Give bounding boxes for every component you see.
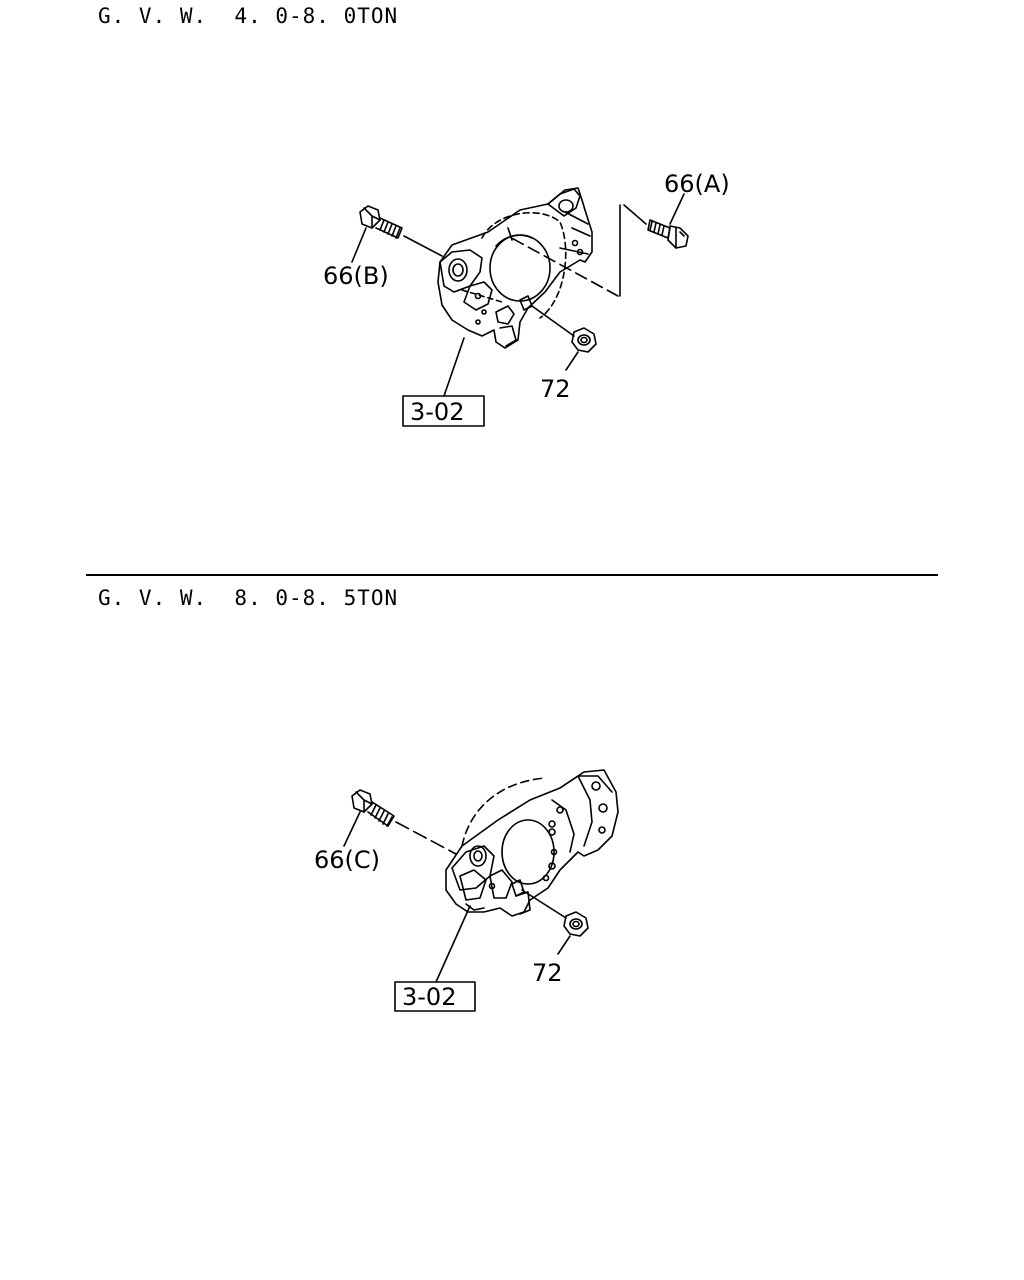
assembly-line-66b-hidden bbox=[461, 289, 503, 303]
callout-66b: 66(B) bbox=[323, 262, 389, 290]
reference-box-1[interactable] bbox=[402, 395, 485, 427]
assembly-line-72-2 bbox=[521, 889, 567, 919]
leader-72-1 bbox=[565, 351, 579, 371]
section-divider bbox=[86, 574, 938, 576]
nut-72-section-1[interactable] bbox=[571, 327, 597, 353]
assembly-line-72-1 bbox=[531, 305, 575, 337]
callout-72-1: 72 bbox=[540, 375, 571, 403]
reference-box-2[interactable] bbox=[394, 981, 476, 1012]
bolt-66a[interactable] bbox=[647, 219, 689, 249]
leader-66b bbox=[351, 227, 367, 263]
assembly-line-66c bbox=[395, 821, 457, 855]
callout-66a: 66(A) bbox=[664, 170, 730, 198]
leader-66a bbox=[669, 193, 685, 225]
leader-72-2 bbox=[557, 935, 571, 955]
assembly-line-66a-through bbox=[507, 235, 619, 297]
callout-72-2: 72 bbox=[532, 959, 563, 987]
reference-label-2: 3-02 bbox=[402, 983, 456, 1011]
leader-ref-2 bbox=[435, 905, 471, 983]
nut-72-section-2[interactable] bbox=[563, 911, 589, 937]
bolt-66b[interactable] bbox=[359, 205, 403, 239]
section-1-drawing: 66(A) 66(B) 72 3-02 bbox=[323, 170, 730, 427]
reference-label-1: 3-02 bbox=[410, 398, 464, 426]
section-1-heading: G. V. W. 4. 0-8. 0TON bbox=[98, 4, 399, 28]
bolt-66c[interactable] bbox=[351, 789, 395, 827]
brake-anchor-bracket-2[interactable] bbox=[445, 769, 619, 917]
leader-ref-1 bbox=[443, 337, 465, 397]
assembly-line-66a bbox=[623, 204, 647, 225]
section-2-drawing: 66(C) 72 3-02 bbox=[314, 769, 619, 1012]
brake-anchor-bracket-1[interactable] bbox=[437, 187, 593, 349]
callout-66c: 66(C) bbox=[314, 846, 380, 874]
assembly-line-66b bbox=[403, 235, 443, 257]
leader-66c bbox=[343, 811, 361, 847]
section-2-heading: G. V. W. 8. 0-8. 5TON bbox=[98, 586, 399, 610]
